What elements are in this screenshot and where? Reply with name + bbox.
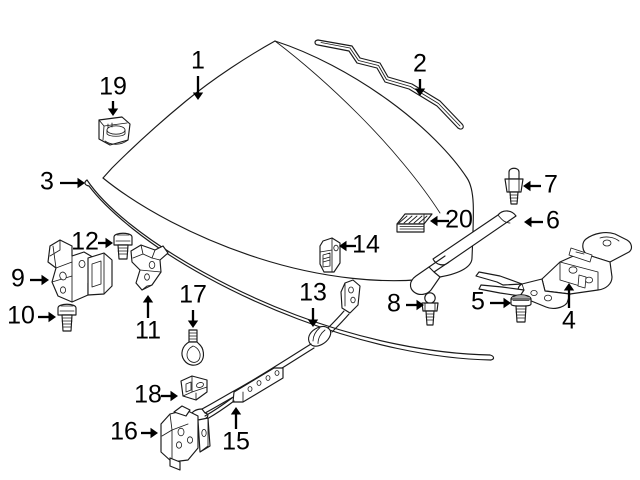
callout-number-3: 3 [40,168,54,196]
callout-arrowhead-16 [150,427,158,439]
callout-number-2: 2 [413,50,427,78]
callout-4[interactable]: 4 [562,283,576,335]
part-hood-release-cable[interactable] [190,279,361,422]
callout-number-11: 11 [135,317,161,345]
callout-arrowhead-12 [105,237,113,249]
part-cable-bracket[interactable] [130,244,169,291]
callout-arrowhead-19 [107,108,119,116]
part-hood-panel[interactable] [102,40,474,282]
callout-18[interactable]: 18 [134,381,178,409]
part-safety-catch-hook[interactable] [181,329,205,366]
part-hinge-bolt[interactable] [510,294,532,323]
callout-20[interactable]: 20 [430,206,473,234]
callout-arrowhead-2 [414,88,426,96]
callout-arrowhead-17 [187,320,199,328]
callout-number-14: 14 [352,231,380,259]
callout-number-19: 19 [99,73,127,101]
callout-arrowhead-5 [503,297,511,309]
part-hood-latch-assembly[interactable] [47,239,113,303]
callout-number-15: 15 [222,428,250,456]
callout-arrowhead-13 [307,319,319,327]
callout-number-6: 6 [546,207,560,235]
callout-number-1: 1 [191,47,205,75]
callout-2[interactable]: 2 [413,50,427,96]
callout-19[interactable]: 19 [99,73,127,116]
callout-arrowhead-6 [524,216,532,228]
callout-5[interactable]: 5 [471,288,511,316]
callout-16[interactable]: 16 [110,418,158,446]
callout-number-8: 8 [387,290,401,318]
callout-number-7: 7 [544,171,558,199]
callout-number-16: 16 [110,418,138,446]
part-cable-guide-clip[interactable] [319,237,341,273]
callout-arrowhead-3 [77,177,85,189]
part-cable-grommet-block[interactable] [180,375,208,401]
callout-9[interactable]: 9 [11,265,49,293]
callout-17[interactable]: 17 [179,281,207,328]
callout-6[interactable]: 6 [524,207,560,235]
callout-7[interactable]: 7 [523,171,558,199]
part-hood-seal-rear[interactable] [314,39,464,130]
part-hood-bumper-stop[interactable] [98,116,131,146]
callout-arrowhead-4 [563,283,575,291]
callout-number-12: 12 [71,228,99,256]
callout-1[interactable]: 1 [191,47,205,100]
part-release-handle[interactable] [160,405,211,471]
part-hood-hinge-right[interactable] [475,232,633,309]
part-release-handle-bracket[interactable] [204,367,284,420]
callout-arrowhead-14 [339,240,347,252]
callout-11[interactable]: 11 [135,295,161,345]
callout-arrowhead-11 [142,295,154,303]
callout-3[interactable]: 3 [40,168,85,196]
callout-14[interactable]: 14 [339,231,380,259]
part-latch-screw[interactable] [113,232,133,260]
part-ball-stud-pivot[interactable] [504,167,524,205]
callout-number-4: 4 [562,307,576,335]
callout-arrowhead-20 [430,215,438,227]
callout-12[interactable]: 12 [71,228,113,256]
callout-number-9: 9 [11,265,25,293]
callout-arrowhead-1 [192,92,204,100]
part-ribbed-pad[interactable] [396,213,433,233]
part-strut-ball-bolt[interactable] [421,292,439,326]
callout-number-13: 13 [299,279,327,307]
callout-number-20: 20 [445,206,473,234]
callout-8[interactable]: 8 [387,290,424,318]
callout-number-10: 10 [7,302,35,330]
callout-15[interactable]: 15 [222,407,250,456]
callout-number-17: 17 [179,281,207,309]
callout-10[interactable]: 10 [7,302,56,330]
callout-arrowhead-10 [48,311,56,323]
callout-arrowhead-7 [523,180,531,192]
callout-number-5: 5 [471,288,485,316]
callout-number-18: 18 [134,381,162,409]
part-latch-bolt[interactable] [57,303,77,332]
callout-arrowhead-18 [170,390,178,402]
part-hood-seal-front[interactable] [84,179,495,361]
part-gas-lift-support[interactable] [409,210,517,296]
callout-arrowhead-9 [41,274,49,286]
callout-arrowhead-8 [416,299,424,311]
callout-arrowhead-15 [230,407,242,415]
callout-13[interactable]: 13 [299,279,327,327]
